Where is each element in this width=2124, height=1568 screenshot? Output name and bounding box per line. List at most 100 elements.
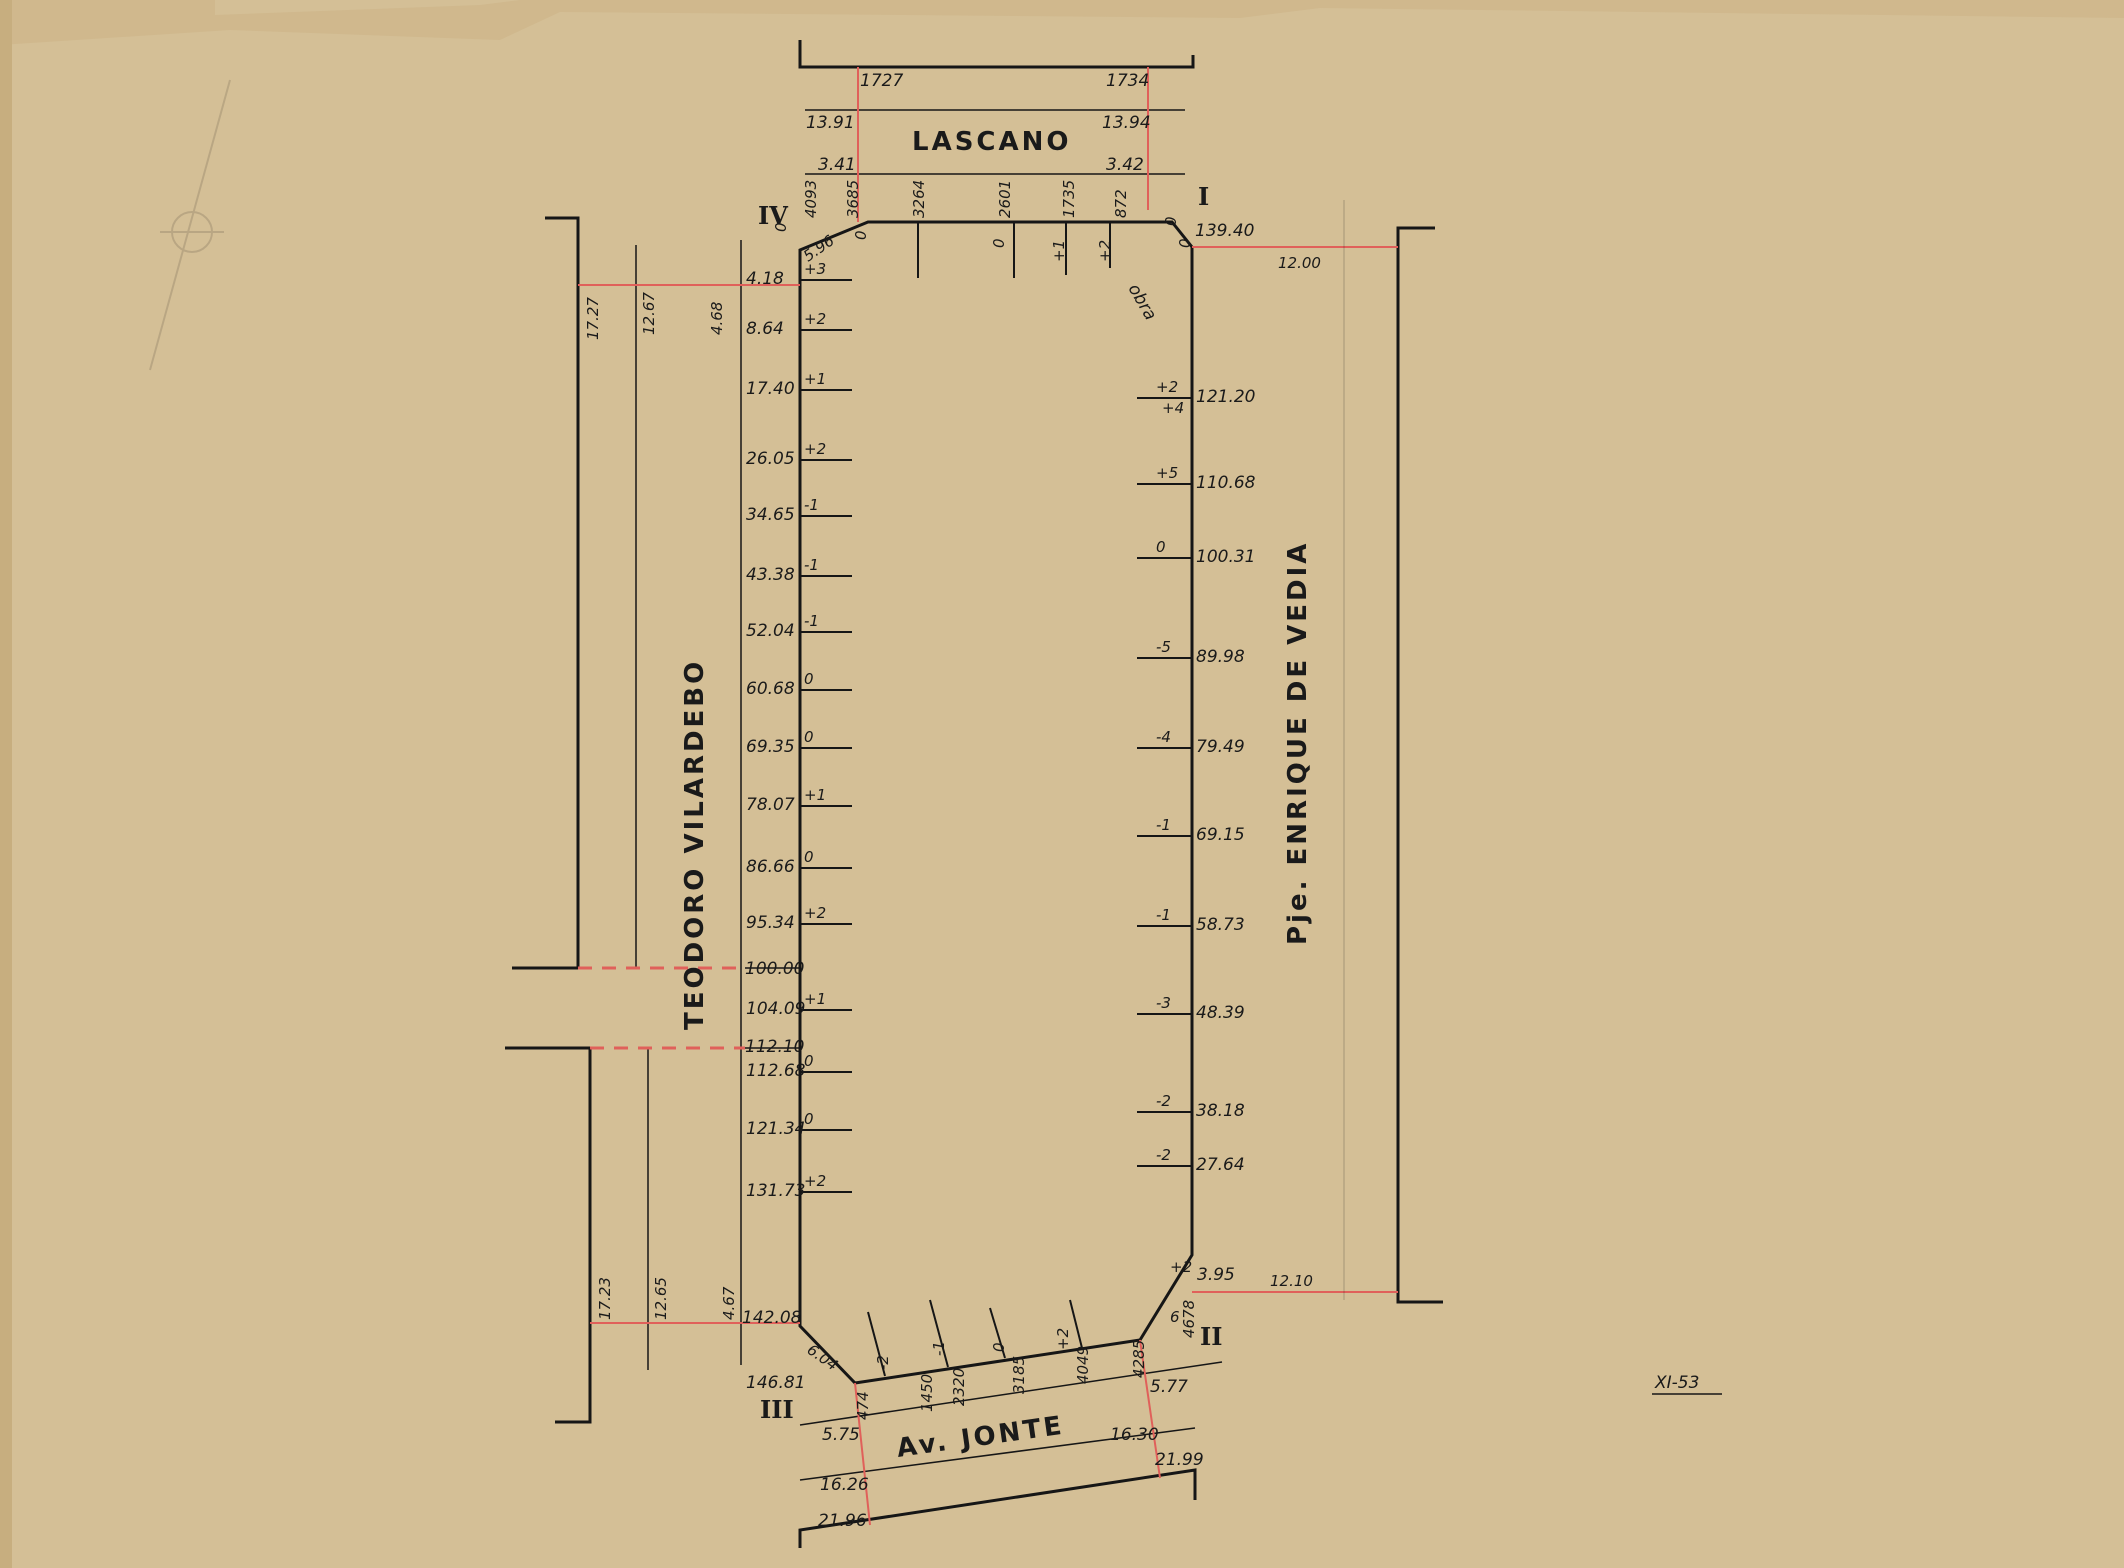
bottom-street-num: 16.30 <box>1110 1425 1159 1445</box>
left-station-dist: 86.66 <box>746 857 795 877</box>
right-corner-num: 6 <box>1170 1308 1180 1326</box>
left-offset-top: 17.27 <box>584 297 602 340</box>
left-corner-num: 146.81 <box>746 1373 805 1393</box>
left-station-dist: 52.04 <box>746 621 795 641</box>
right-station-dist: 48.39 <box>1196 1003 1245 1023</box>
right-station-dist: 38.18 <box>1196 1101 1245 1121</box>
left-side-rows: 4.18+38.64+217.40+126.05+234.65-143.38-1… <box>746 260 852 1201</box>
bottom-edge-level: -2 <box>874 1355 892 1370</box>
bottom-edge-num: 474 <box>854 1391 872 1420</box>
right-corner-numbers: 139.40 3.95 4678 6 +2 +4 <box>1162 221 1254 1338</box>
bottom-edge-num: 1450 <box>918 1374 936 1412</box>
right-station-dist: 121.20 <box>1196 387 1255 407</box>
paper-left-edge <box>0 0 12 1568</box>
bottom-edge-numbers: 474 1450 2320 3185 4049 4285 <box>854 1340 1148 1420</box>
right-corner-num: 4678 <box>1180 1300 1198 1338</box>
left-station-dist: 26.05 <box>746 449 795 469</box>
left-station-dist: 104.09 <box>746 999 805 1019</box>
left-station-level: -1 <box>804 556 819 574</box>
right-station-level: +2 <box>1156 378 1178 396</box>
top-edge-level: 0 <box>772 222 790 232</box>
left-station-level: 0 <box>804 728 814 746</box>
bottom-edge-level: +2 <box>1054 1328 1072 1350</box>
left-station-dist: 4.18 <box>746 269 784 289</box>
right-station-level: -2 <box>1156 1146 1171 1164</box>
top-street-name: LASCANO <box>912 127 1071 157</box>
bottom-edge-levels: -2 -1 0 +2 <box>874 1328 1072 1370</box>
left-offsets: 17.27 12.67 4.68 17.23 12.65 4.67 <box>584 292 738 1320</box>
right-station-dist: 58.73 <box>1196 915 1245 935</box>
top-edge-ticks <box>917 222 1111 278</box>
left-offset-top: 12.67 <box>640 292 658 335</box>
left-station-level: 0 <box>804 670 814 688</box>
top-edge-num: 4093 <box>802 180 820 218</box>
left-station-level: -1 <box>804 496 819 514</box>
left-station-level: +1 <box>804 370 826 388</box>
top-edge-level: +2 <box>1096 240 1114 262</box>
corner-label-IV: IV <box>758 201 788 230</box>
bottom-edge-num: 2320 <box>950 1368 968 1406</box>
top-street-num-3: 13.91 <box>806 113 855 133</box>
top-street-num-6: 3.42 <box>1106 155 1144 175</box>
left-station-dist: 8.64 <box>746 319 784 339</box>
right-station-level: -5 <box>1156 638 1171 656</box>
right-station-dist: 27.64 <box>1196 1155 1245 1175</box>
right-station-level: -1 <box>1156 816 1171 834</box>
left-station-dist: 112.68 <box>746 1061 806 1081</box>
left-gap-num: 100.00 <box>745 959 804 979</box>
right-station-level: +5 <box>1156 464 1178 482</box>
left-street-name: TEODORO VILARDEBO <box>680 659 710 1030</box>
left-station-level: +1 <box>804 786 826 804</box>
right-offset: 12.10 <box>1270 1272 1313 1290</box>
right-street-lines <box>1192 200 1443 1304</box>
right-station-dist: 79.49 <box>1196 737 1245 757</box>
left-station-level: +1 <box>804 990 826 1008</box>
right-side-rows: 121.20+2110.68+5100.31089.98-579.49-469.… <box>1137 378 1256 1175</box>
right-offset: 12.00 <box>1278 254 1321 272</box>
bottom-edge-num: 3185 <box>1010 1356 1028 1394</box>
top-edge-level: 0 <box>1162 216 1180 226</box>
bottom-street-num: 16.26 <box>820 1475 869 1495</box>
top-edge-levels: 0 0 +1 +2 0 0 0 <box>772 216 1194 262</box>
right-corner-num: 139.40 <box>1195 221 1254 241</box>
left-station-dist: 17.40 <box>746 379 795 399</box>
left-station-level: +2 <box>804 904 826 922</box>
right-station-level: -2 <box>1156 1092 1171 1110</box>
bottom-edge-level: -1 <box>930 1341 948 1356</box>
top-edge-num: 872 <box>1112 189 1130 218</box>
left-station-level: 0 <box>804 1110 814 1128</box>
right-station-level: 0 <box>1156 538 1166 556</box>
top-edge-level: 0 <box>1176 238 1194 248</box>
corner-label-II: II <box>1200 1322 1222 1351</box>
bottom-street-num: 5.77 <box>1150 1377 1188 1397</box>
left-station-level: +3 <box>804 260 826 278</box>
top-street-num-1: 1727 <box>860 71 903 91</box>
top-edge-level: +1 <box>1050 240 1068 262</box>
bottom-edge-num: 4049 <box>1074 1346 1092 1384</box>
left-station-dist: 121.34 <box>746 1119 805 1139</box>
left-gap-num: 112.10 <box>745 1037 804 1057</box>
bottom-edge-level: 0 <box>990 1342 1008 1352</box>
top-street-num-5: 3.41 <box>818 155 856 175</box>
compass-icon <box>149 79 231 371</box>
left-station-dist: 69.35 <box>746 737 795 757</box>
top-edge-num: 3264 <box>910 180 928 218</box>
left-corner-num: 142.08 <box>742 1308 802 1328</box>
left-station-level: -1 <box>804 612 819 630</box>
left-street-lines <box>505 216 800 1424</box>
right-offsets: 12.00 12.10 <box>1270 254 1321 1290</box>
left-station-level: +2 <box>804 310 826 328</box>
bottom-street-num: 21.99 <box>1155 1450 1204 1470</box>
left-station-dist: 95.34 <box>746 913 795 933</box>
bottom-edge-ticks <box>867 1299 1083 1377</box>
left-station-level: 0 <box>804 1052 814 1070</box>
bottom-street-numbers: 5.75 5.77 16.30 16.26 21.99 21.96 <box>818 1377 1204 1531</box>
top-edge-level: 0 <box>852 230 870 240</box>
right-station-level: -1 <box>1156 906 1171 924</box>
bottom-edge-num: 4285 <box>1130 1340 1148 1378</box>
top-edge-numbers: 4093 3685 3264 2601 1735 872 <box>802 180 1130 218</box>
left-offset-top: 4.68 <box>708 302 726 335</box>
